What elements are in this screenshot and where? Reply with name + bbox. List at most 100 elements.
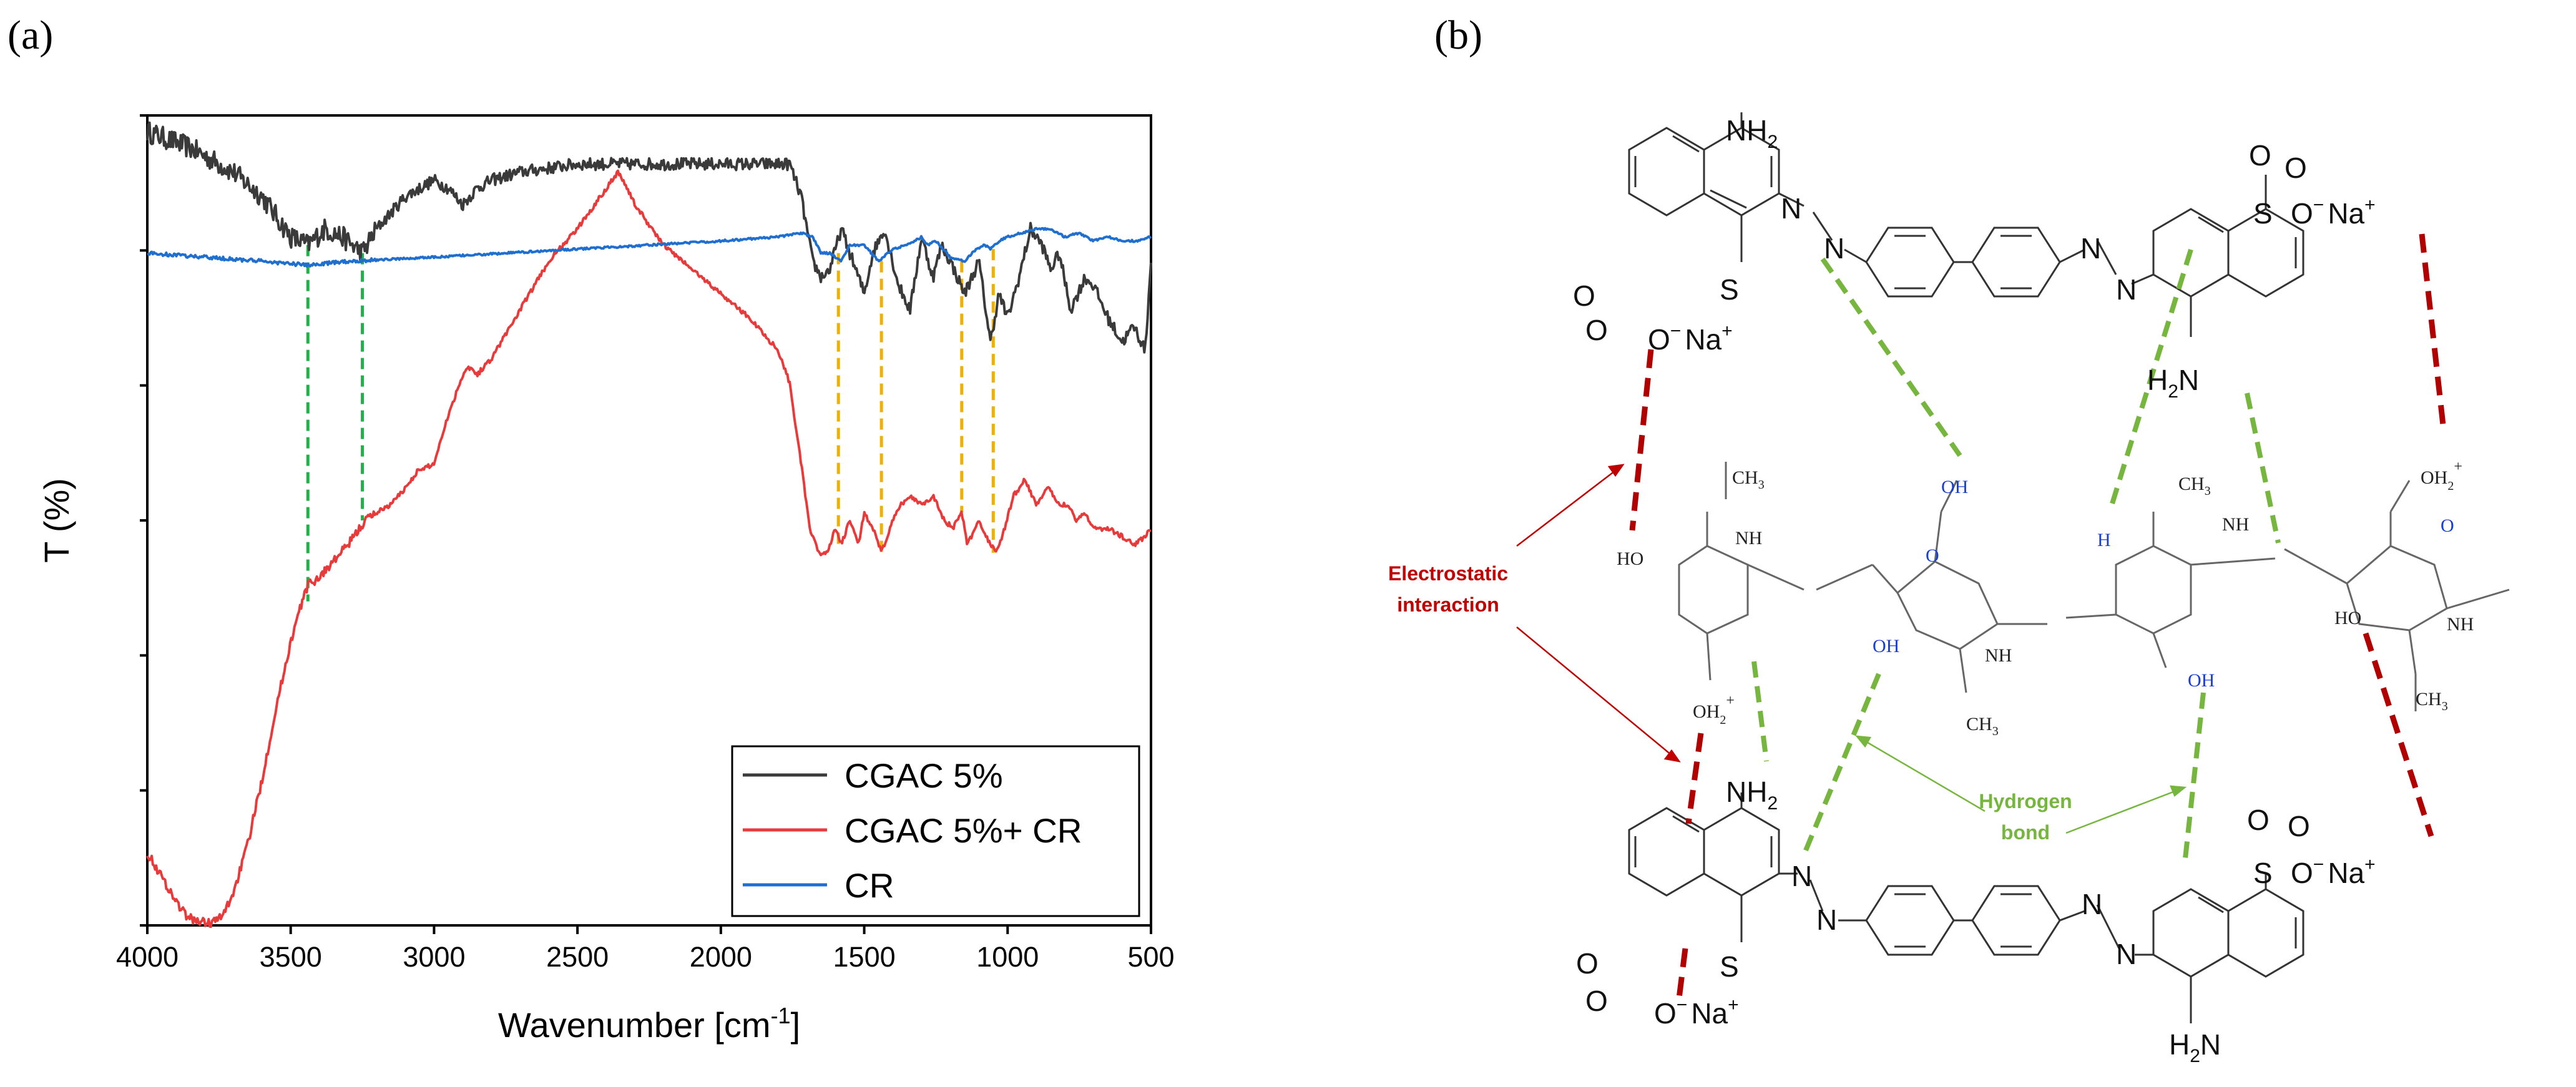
sulfonate-o-minus: O−Na+ bbox=[1648, 321, 1733, 356]
hydrogen-bond-label-line1: Hydrogen bbox=[1979, 790, 2072, 812]
hydrogen-bond bbox=[1801, 673, 1881, 856]
x-tick-label: 2500 bbox=[546, 941, 609, 973]
hydrogen-bond bbox=[2107, 248, 2193, 513]
arrow-head bbox=[2170, 785, 2187, 797]
electrostatic-bond bbox=[1685, 733, 1704, 824]
series-line-cgac bbox=[146, 121, 1152, 354]
bond bbox=[1816, 563, 1873, 591]
bond bbox=[1809, 879, 1824, 912]
electrostatic-bond bbox=[2419, 233, 2447, 431]
nh-label: NH bbox=[2222, 514, 2249, 535]
hydrogen-bonds bbox=[1751, 248, 2281, 865]
series-line-cgac-cr bbox=[146, 169, 1152, 929]
h-label: H bbox=[2097, 530, 2111, 550]
bond bbox=[2152, 633, 2167, 668]
legend-label-cgac-cr: CGAC 5%+ CR bbox=[845, 811, 1082, 850]
bottom-left-naphthalene-ring-2 bbox=[1703, 807, 1780, 897]
azo-n: N bbox=[2080, 232, 2101, 265]
sulfonate-o: O bbox=[1573, 280, 1595, 312]
arrow-to-electrostatic-bottom bbox=[1516, 626, 1680, 762]
bottom-nh2-label: NH2 bbox=[1726, 776, 1778, 814]
spectra-series bbox=[146, 121, 1152, 929]
glucosamine-ring-4 bbox=[2346, 545, 2448, 631]
oh-label: OH bbox=[1873, 636, 1899, 656]
sulfonate-o: O bbox=[2288, 810, 2310, 842]
bottom-right-naphthalene-ring-2 bbox=[2227, 888, 2304, 978]
electrostatic-label-line1: Electrostatic bbox=[1388, 562, 1508, 585]
sulfonate-o: O bbox=[1585, 985, 1608, 1017]
x-tick-label: 3500 bbox=[260, 941, 322, 973]
sulfonate-o: O bbox=[2285, 152, 2307, 184]
arrow-to-hbond-left bbox=[1856, 735, 1986, 812]
oh-label: OH bbox=[1941, 477, 1968, 497]
sulfonate-o-minus: O−Na+ bbox=[2291, 854, 2376, 889]
y-axis-title: T (%) bbox=[37, 478, 76, 563]
bottom-left-naphthalene-ring-1 bbox=[1628, 807, 1705, 897]
bottom-congo-red-molecule bbox=[1628, 792, 2304, 1023]
legend-label-cgac: CGAC 5% bbox=[845, 756, 1003, 795]
electrostatic-bonds bbox=[1629, 233, 2447, 999]
sulfonate-o: O bbox=[1576, 947, 1599, 980]
bond bbox=[2096, 904, 2120, 949]
electrostatic-bond bbox=[1676, 948, 1688, 999]
diagram-text: NH2 N N N N S O O O−Na+ S O O O−Na+ H2N … bbox=[1388, 114, 2474, 1066]
top-biphenyl-ring-2 bbox=[1971, 227, 2061, 298]
hydrogen-bond bbox=[1820, 257, 1962, 457]
glucosamine-ring-3 bbox=[2115, 545, 2192, 635]
nh-label: NH bbox=[1985, 645, 2012, 666]
hydrogen-bond bbox=[2182, 692, 2206, 865]
top-h2n-label: H2N bbox=[2147, 364, 2199, 402]
panel-b-label: (b) bbox=[1434, 12, 1482, 58]
bottom-right-naphthalene-ring-1 bbox=[2152, 888, 2230, 978]
y-axis-ticks bbox=[140, 114, 147, 927]
bond bbox=[1812, 212, 1833, 241]
legend: CGAC 5% CGAC 5%+ CR CR bbox=[731, 745, 1140, 917]
bond bbox=[1940, 480, 1958, 512]
bond bbox=[1778, 192, 1805, 207]
azo-n: N bbox=[1781, 192, 1801, 225]
top-congo-red-molecule bbox=[1628, 112, 2304, 337]
oh2-plus-label: OH2+ bbox=[1693, 693, 1735, 727]
arrow-to-electrostatic-top bbox=[1516, 464, 1623, 547]
sulfonate-s: S bbox=[1720, 273, 1739, 306]
ring-o-label: O bbox=[1926, 545, 1939, 566]
bond bbox=[2198, 216, 2224, 233]
legend-label-cr: CR bbox=[845, 866, 894, 905]
arrow-head bbox=[1855, 735, 1872, 748]
bond bbox=[2446, 588, 2510, 610]
ch3-label: CH3 bbox=[2178, 474, 2211, 498]
ch3-label: CH3 bbox=[1966, 714, 1999, 738]
bond bbox=[1710, 189, 1747, 209]
bond bbox=[2198, 896, 2224, 914]
sulfonate-s: S bbox=[2253, 857, 2273, 889]
ho-plus-label: HO bbox=[1617, 548, 1643, 569]
hydrogen-bond-label-line2: bond bbox=[2001, 821, 2050, 844]
oh-label: OH bbox=[2188, 670, 2215, 691]
electrostatic-label-line2: interaction bbox=[1397, 593, 1499, 616]
panel-a-label: (a) bbox=[7, 12, 53, 58]
azo-n: N bbox=[2116, 938, 2137, 970]
top-biphenyl-ring-1 bbox=[1865, 227, 1955, 298]
x-tick-label: 3000 bbox=[403, 941, 465, 973]
bond bbox=[2059, 910, 2085, 922]
nh-label: NH bbox=[1735, 528, 1762, 548]
bond bbox=[1672, 815, 1700, 833]
vertical-marker-lines bbox=[306, 245, 995, 602]
azo-n: N bbox=[2082, 888, 2102, 920]
bond bbox=[1706, 633, 1712, 681]
hydrogen-bond bbox=[2245, 392, 2281, 544]
ch3-label: CH3 bbox=[1732, 467, 1765, 492]
sulfonate-o-minus: O−Na+ bbox=[1654, 995, 1739, 1030]
bond bbox=[2131, 273, 2154, 285]
arrow-head bbox=[1663, 749, 1681, 763]
adsorption-mechanism-diagram bbox=[1516, 112, 2510, 1023]
nh-label: NH bbox=[2447, 614, 2474, 635]
top-nh2-label: NH2 bbox=[1726, 114, 1778, 152]
bottom-biphenyl-ring-2 bbox=[1971, 885, 2061, 956]
azo-n: N bbox=[2116, 273, 2137, 306]
electrostatic-bond bbox=[2363, 632, 2434, 837]
bond bbox=[2065, 613, 2117, 619]
